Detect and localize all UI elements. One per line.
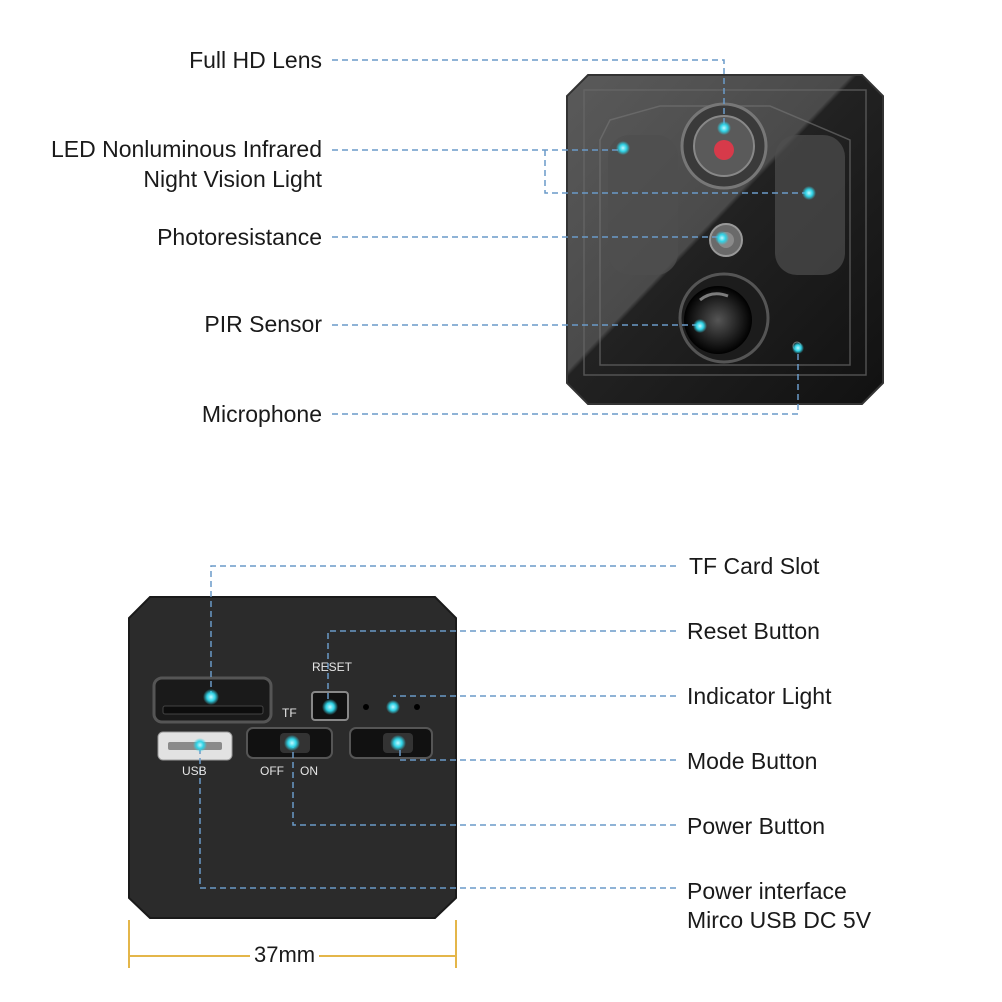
- label-power-button: Power Button: [687, 813, 826, 839]
- label-microphone: Microphone: [201, 401, 322, 427]
- dimension-label: 37mm: [250, 942, 320, 968]
- ir-led-left: [608, 135, 678, 275]
- leader-lines: [199, 59, 808, 889]
- label-indicator-light: Indicator Light: [687, 683, 832, 709]
- label-photoresistance: Photoresistance: [157, 224, 322, 250]
- label-pir-sensor: PIR Sensor: [204, 311, 322, 337]
- silk-reset: RESET: [312, 660, 353, 674]
- label-reset-button: Reset Button: [687, 618, 820, 644]
- silk-off: OFF: [260, 764, 284, 778]
- label-tf-card-slot: TF Card Slot: [689, 553, 820, 579]
- label-led-line1: LED Nonluminous Infrared: [50, 136, 322, 162]
- label-full-hd-lens: Full HD Lens: [189, 47, 322, 73]
- ir-led-right: [775, 135, 845, 275]
- label-power-interface-line1: Power interface: [687, 878, 847, 904]
- lens-red-dot: [714, 140, 734, 160]
- silk-tf: TF: [282, 706, 297, 720]
- label-mode-button: Mode Button: [687, 748, 818, 774]
- front-camera-device: [566, 74, 884, 405]
- silk-usb: USB: [182, 764, 207, 778]
- silk-on: ON: [300, 764, 318, 778]
- label-led-line2: Night Vision Light: [143, 166, 322, 192]
- label-power-interface-line2: Mirco USB DC 5V: [687, 907, 872, 933]
- markers: [193, 121, 816, 752]
